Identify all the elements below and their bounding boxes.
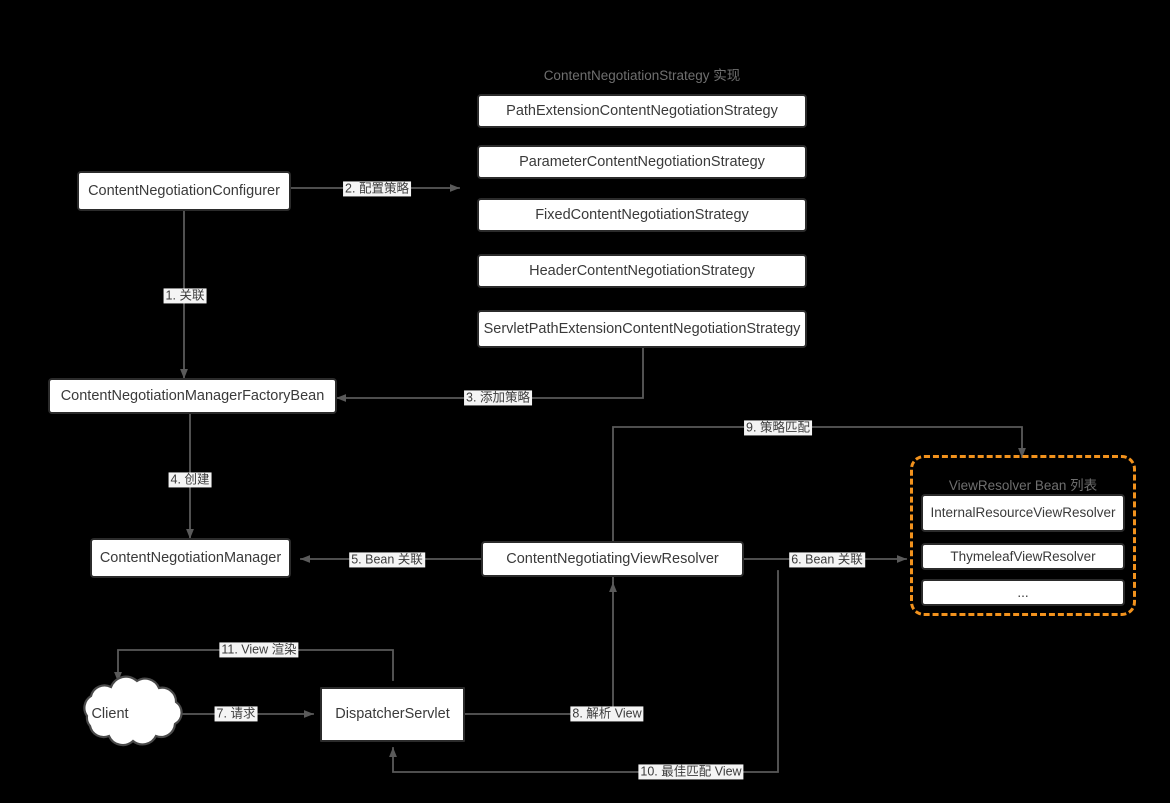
strategy-box-header[interactable]: HeaderContentNegotiationStrategy xyxy=(477,254,807,288)
node-content-negotiating-view-resolver[interactable]: ContentNegotiatingViewResolver xyxy=(481,541,744,577)
edge-label-2: 2. 配置策略 xyxy=(343,181,411,197)
edge-label-4: 4. 创建 xyxy=(168,472,212,488)
viewresolver-box-more[interactable]: ... xyxy=(921,579,1125,606)
edge-3-path xyxy=(336,340,644,402)
node-content-negotiation-configurer[interactable]: ContentNegotiationConfigurer xyxy=(77,171,291,211)
edge-label-5: 5. Bean 关联 xyxy=(349,552,425,568)
strategy-box-path-extension[interactable]: PathExtensionContentNegotiationStrategy xyxy=(477,94,807,128)
strategy-box-servlet-path-extension[interactable]: ServletPathExtensionContentNegotiationSt… xyxy=(477,310,807,348)
node-content-negotiation-manager-factory-bean[interactable]: ContentNegotiationManagerFactoryBean xyxy=(48,378,337,414)
edge-label-1: 1. 关联 xyxy=(163,288,207,304)
viewresolver-box-thymeleaf[interactable]: ThymeleafViewResolver xyxy=(921,543,1125,570)
edge-label-3: 3. 添加策略 xyxy=(464,390,532,406)
strategy-box-fixed[interactable]: FixedContentNegotiationStrategy xyxy=(477,198,807,232)
edge-label-6: 6. Bean 关联 xyxy=(789,552,865,568)
strategy-group-title: ContentNegotiationStrategy 实现 xyxy=(543,68,741,83)
edge-label-9: 9. 策略匹配 xyxy=(744,420,812,436)
edge-label-7: 7. 请求 xyxy=(214,706,258,722)
edge-label-10: 10. 最佳匹配 View xyxy=(638,764,744,780)
edge-label-11: 11. View 渲染 xyxy=(219,642,299,658)
viewresolver-group xyxy=(910,455,1136,616)
node-content-negotiation-manager[interactable]: ContentNegotiationManager xyxy=(90,538,291,578)
node-client-label: Client xyxy=(91,706,129,722)
strategy-box-parameter[interactable]: ParameterContentNegotiationStrategy xyxy=(477,145,807,179)
viewresolver-box-internal-resource[interactable]: InternalResourceViewResolver xyxy=(921,494,1125,532)
edge-8-path xyxy=(464,582,617,715)
edge-label-8: 8. 解析 View xyxy=(570,706,644,722)
viewresolver-group-title: ViewResolver Bean 列表 xyxy=(948,478,1098,493)
node-dispatcher-servlet[interactable]: DispatcherServlet xyxy=(320,687,465,742)
